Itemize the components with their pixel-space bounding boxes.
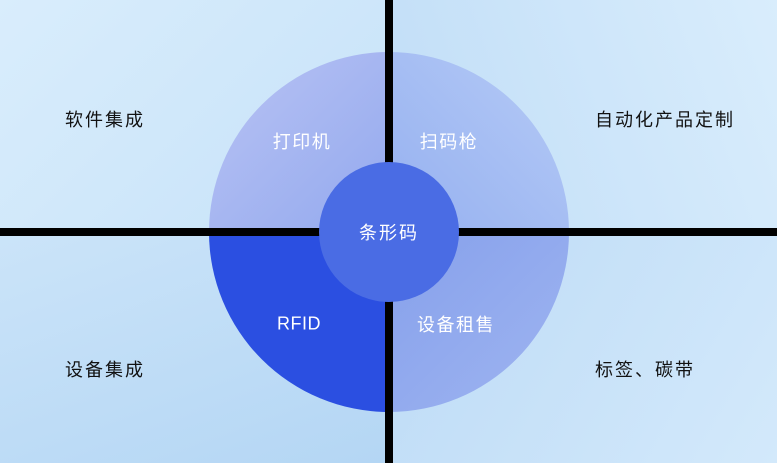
- quadrant-label-printer: 打印机: [272, 132, 332, 152]
- center-circle: 条形码: [319, 162, 459, 302]
- quadrant-label-equipment-rental: 设备租售: [417, 315, 495, 335]
- corner-label-labels-ribbons: 标签、碳带: [595, 360, 695, 380]
- center-label: 条形码: [359, 223, 419, 243]
- corner-label-software-integration: 软件集成: [65, 110, 145, 130]
- quadrant-label-rfid: RFID: [277, 313, 321, 334]
- quadrant-label-scanner: 扫码枪: [419, 132, 479, 152]
- corner-label-automation-customization: 自动化产品定制: [595, 110, 735, 130]
- corner-label-equipment-integration: 设备集成: [65, 360, 145, 380]
